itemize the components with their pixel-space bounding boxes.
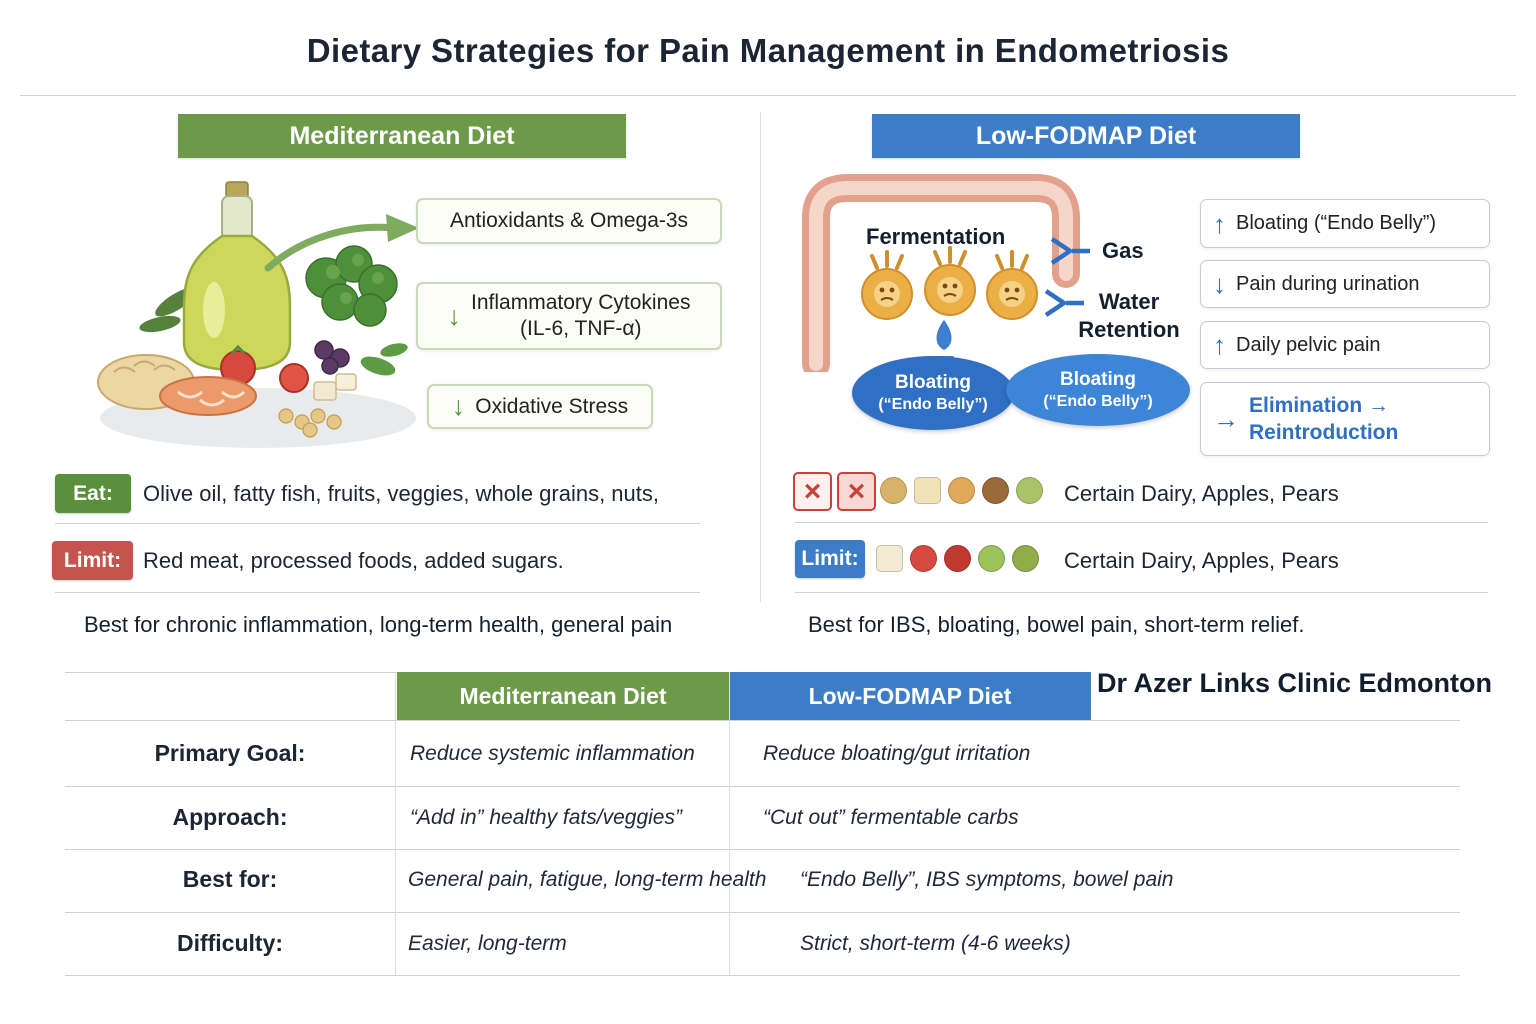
pea-pod-icon [1016, 477, 1043, 504]
limit-divider-right [795, 592, 1488, 593]
column-divider [760, 112, 761, 602]
eat-text: Olive oil, fatty fish, fruits, veggies, … [143, 481, 660, 506]
row-label-best-for: Best for: [182, 866, 278, 892]
limit-divider-left [55, 592, 700, 593]
bun-icon [948, 477, 975, 504]
tomato-icon [910, 545, 937, 572]
row-label-primary-goal: Primary Goal: [154, 740, 306, 766]
limit-badge-left-label: Limit: [63, 548, 122, 572]
symptom-pelvic-pain-label: Daily pelvic pain [1236, 333, 1381, 356]
row-label-approach: Approach: [172, 804, 288, 830]
avoid-icons-group: × × [793, 472, 876, 511]
mediterranean-header-banner: Mediterranean Diet [178, 114, 626, 158]
water-retention-arrow [1044, 289, 1084, 317]
up-arrow-icon: ↑ [1213, 330, 1226, 360]
pear-icon [1012, 545, 1039, 572]
oxidative-stress-label: Oxidative Stress [475, 394, 629, 418]
symptom-box-pelvic-pain: ↑ Daily pelvic pain [1200, 321, 1490, 369]
elimination-label-line1: Elimination → [1249, 393, 1390, 417]
fermentation-label: Fermentation [866, 224, 1006, 249]
limit-food-icons [876, 545, 1039, 572]
fodmap-header-banner: Low-FODMAP Diet [872, 114, 1300, 158]
limit-text-left: Red meat, processed foods, added sugars. [143, 548, 564, 573]
bloating-oval-1-line2: (“Endo Belly”) [878, 395, 988, 413]
antioxidants-box: Antioxidants & Omega-3s [416, 198, 722, 244]
bloating-oval-2-line1: Bloating [1060, 369, 1136, 390]
symptom-box-bloating: ↑ Bloating (“Endo Belly”) [1200, 199, 1490, 248]
best-for-med: General pain, fatigue, long-term health [408, 868, 767, 891]
row-label-difficulty: Difficulty: [176, 930, 284, 956]
no-food-icon: × [793, 472, 832, 511]
water-retention-label: Water Retention [1078, 289, 1180, 342]
crackers-icon [876, 545, 903, 572]
table-line-4 [65, 912, 1460, 913]
eat-divider [55, 523, 700, 524]
primary-goal-fodmap: Reduce bloating/gut irritation [763, 742, 1031, 765]
bloating-oval-2: Bloating (“Endo Belly”) [1006, 354, 1190, 426]
down-arrow-icon: ↓ [1213, 269, 1226, 299]
peanut-icon [880, 477, 907, 504]
bloating-oval-1-line1: Bloating [895, 372, 971, 393]
difficulty-fodmap: Strict, short-term (4-6 weeks) [800, 932, 1071, 955]
down-arrow-icon: ↓ [451, 391, 466, 421]
table-vline-2 [729, 672, 730, 975]
apple-icon [944, 545, 971, 572]
limit-text-right: Certain Dairy, Apples, Pears [1064, 548, 1339, 573]
cheese-icon [914, 477, 941, 504]
benefit-arrow [264, 214, 419, 272]
right-arrow-icon: → [1213, 404, 1239, 434]
table-line-3 [65, 849, 1460, 850]
table-header-fodmap: Low-FODMAP Diet [729, 672, 1091, 720]
no-utensils-icon: × [837, 472, 876, 511]
elimination-box: → Elimination → Reintroduction [1200, 382, 1490, 456]
table-line-top [65, 672, 397, 673]
table-header-mediterranean-label: Mediterranean Diet [459, 682, 667, 709]
gas-label: Gas [1102, 238, 1144, 263]
approach-fodmap: “Cut out” fermentable carbs [763, 806, 1019, 829]
primary-goal-med: Reduce systemic inflammation [410, 742, 695, 765]
difficulty-med: Easier, long-term [408, 932, 567, 955]
green-apple-icon [978, 545, 1005, 572]
title-divider [20, 95, 1516, 96]
down-arrow-icon: ↓ [447, 300, 462, 331]
gas-arrow [1050, 237, 1090, 265]
symptom-bloating-label: Bloating (“Endo Belly”) [1236, 212, 1437, 234]
table-line-2 [65, 786, 1460, 787]
fodmap-best-for: Best for IBS, bloating, bowel pain, shor… [808, 612, 1305, 637]
table-vline-1 [395, 672, 396, 975]
table-header-mediterranean: Mediterranean Diet [397, 672, 729, 720]
bloating-oval-2-line2: (“Endo Belly”) [1043, 392, 1153, 410]
clinic-name: Dr Azer Links Clinic Edmonton [1096, 668, 1492, 698]
eat-badge-label: Eat: [73, 481, 113, 505]
intestine-illustration [802, 174, 1080, 372]
approach-med: “Add in” healthy fats/veggies” [410, 806, 682, 829]
cytokines-box: ↓ Inflammatory Cytokines (IL-6, TNF-α) [416, 282, 722, 350]
cytokines-label-line2: (IL-6, TNF-α) [520, 317, 642, 340]
limit-badge-left: Limit: [52, 541, 133, 580]
table-line-1 [65, 720, 1460, 721]
elimination-label-line2: Reintroduction [1249, 421, 1399, 444]
page-title: Dietary Strategies for Pain Management i… [306, 32, 1230, 69]
table-line-bottom [65, 975, 1460, 976]
table-header-fodmap-label: Low-FODMAP Diet [808, 682, 1012, 709]
mediterranean-header-label: Mediterranean Diet [289, 121, 515, 150]
best-for-fodmap: “Endo Belly”, IBS symptoms, bowel pain [800, 868, 1174, 891]
oxidative-stress-box: ↓ Oxidative Stress [427, 384, 653, 429]
mediterranean-food-illustration [97, 181, 416, 448]
bread-icon [982, 477, 1009, 504]
limit-badge-right-label: Limit: [801, 547, 859, 570]
fodmap-header-label: Low-FODMAP Diet [975, 121, 1197, 150]
mediterranean-best-for: Best for chronic inflammation, long-term… [84, 612, 673, 637]
symptom-box-urination: ↓ Pain during urination [1200, 260, 1490, 308]
bloating-oval-1: Bloating (“Endo Belly”) [852, 356, 1014, 430]
limit-badge-right: Limit: [795, 540, 865, 578]
up-arrow-icon: ↑ [1213, 208, 1226, 239]
avoid-text: Certain Dairy, Apples, Pears [1064, 481, 1339, 506]
eat-badge: Eat: [55, 474, 131, 513]
antioxidants-label: Antioxidants & Omega-3s [449, 209, 689, 232]
cytokines-label-line1: Inflammatory Cytokines [471, 290, 691, 314]
avoid-divider [795, 522, 1488, 523]
symptom-urination-label: Pain during urination [1236, 272, 1420, 295]
avoid-food-icons [880, 477, 1043, 504]
